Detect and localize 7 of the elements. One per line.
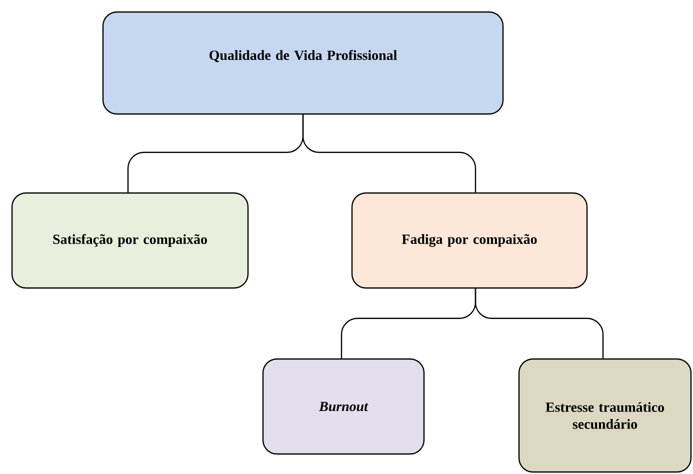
box: Fadiga por compaixão [351, 192, 588, 289]
connector [474, 288, 604, 358]
box: Satisfação por compaixão [11, 192, 249, 289]
box: Qualidade de Vida Profissional [102, 11, 504, 115]
connector [302, 114, 476, 192]
box: Burnout [262, 358, 425, 455]
box: Estresse traumático secundário [518, 358, 692, 473]
